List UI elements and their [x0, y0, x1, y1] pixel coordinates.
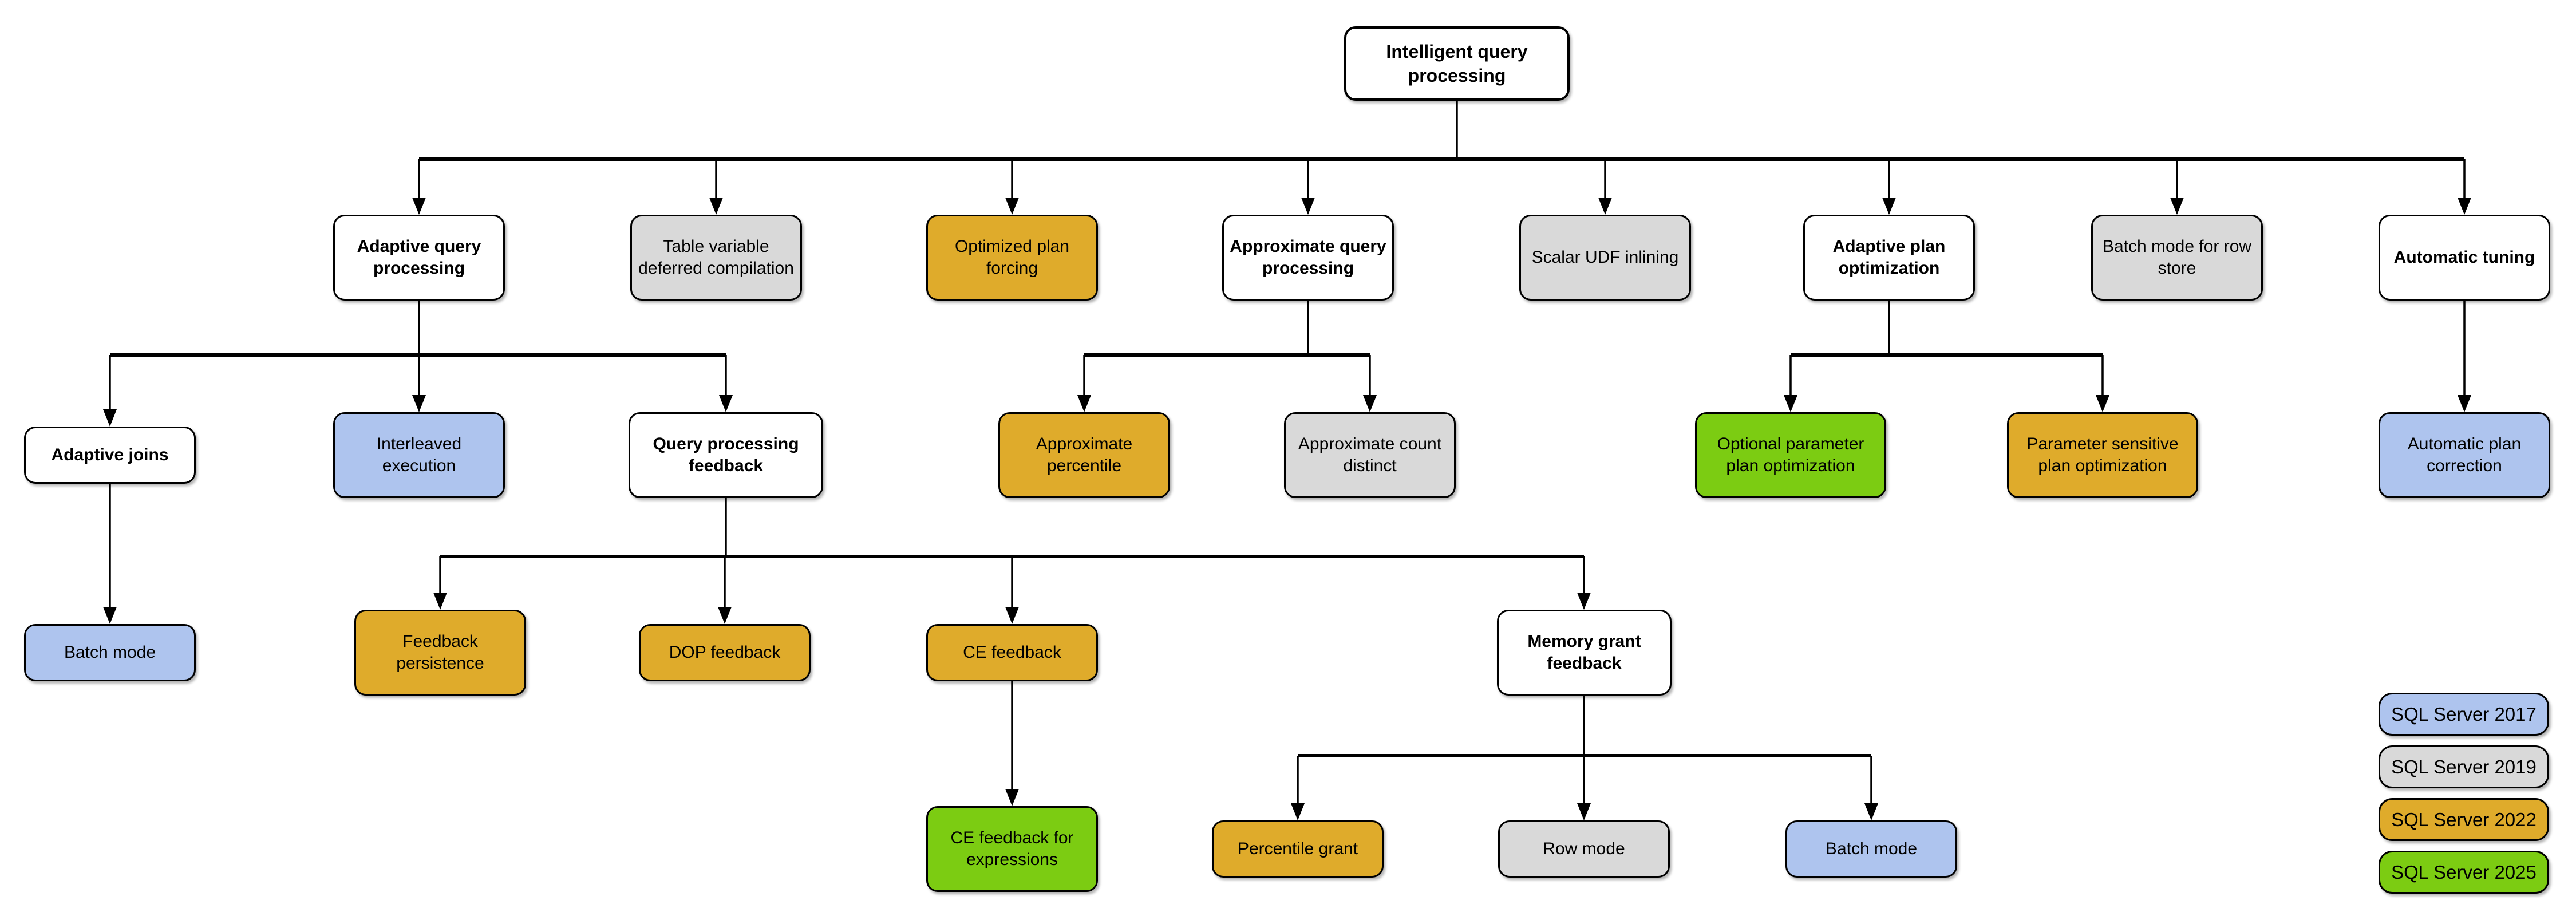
node-label-row-mode: Row mode [1543, 839, 1625, 858]
node-automatic-tuning: Automatic tuning [2379, 215, 2550, 301]
node-label-ce-feedback-for-expressions: CE feedback for expressions [950, 828, 1074, 869]
node-percentile-grant: Percentile grant [1212, 820, 1384, 878]
node-label-interleaved-execution: Interleaved execution [376, 435, 462, 475]
legend-item-label: SQL Server 2019 [2391, 756, 2537, 777]
node-adaptive-joins: Adaptive joins [24, 427, 196, 484]
node-interleaved-execution: Interleaved execution [333, 412, 505, 498]
node-label-dop-feedback: DOP feedback [669, 643, 781, 662]
node-label-query-processing-feedback: Query processing feedback [653, 435, 799, 475]
node-ce-feedback-for-expressions: CE feedback for expressions [926, 806, 1098, 892]
node-label-automatic-plan-correction: Automatic plan correction [2407, 435, 2522, 475]
node-approximate-query-processing: Approximate query processing [1222, 215, 1394, 301]
node-label-scalar-udf-inlining: Scalar UDF inlining [1531, 248, 1679, 267]
node-intelligent-query-processing: Intelligent query processing [1344, 26, 1570, 101]
node-label-automatic-tuning: Automatic tuning [2393, 248, 2535, 267]
node-label-approximate-query-processing: Approximate query processing [1230, 237, 1386, 278]
node-label-memory-grant-feedback: Memory grant feedback [1527, 632, 1641, 673]
node-label-adaptive-joins: Adaptive joins [51, 445, 169, 464]
node-label-optional-parameter-plan-optimization: Optional parameter plan optimization [1717, 435, 1864, 475]
legend-item-sql-server-2022: SQL Server 2022 [2379, 798, 2549, 841]
node-label-ce-feedback: CE feedback [963, 643, 1061, 662]
node-memory-grant-feedback: Memory grant feedback [1497, 610, 1672, 696]
node-adaptive-plan-optimization: Adaptive plan optimization [1803, 215, 1975, 301]
node-batch-mode-adaptive-joins: Batch mode [24, 624, 196, 681]
node-row-mode: Row mode [1498, 820, 1670, 878]
node-scalar-udf-inlining: Scalar UDF inlining [1519, 215, 1691, 301]
node-label-parameter-sensitive-plan-optimization: Parameter sensitive plan optimization [2026, 435, 2179, 475]
node-ce-feedback: CE feedback [926, 624, 1098, 681]
legend-item-label: SQL Server 2025 [2391, 861, 2537, 883]
node-table-variable-deferred-compilation: Table variable deferred compilation [630, 215, 802, 301]
node-optional-parameter-plan-optimization: Optional parameter plan optimization [1695, 412, 1886, 498]
node-approximate-percentile: Approximate percentile [998, 412, 1170, 498]
node-label-approximate-percentile: Approximate percentile [1036, 435, 1133, 475]
node-batch-mode-for-row-store: Batch mode for row store [2091, 215, 2263, 301]
node-label-batch-mode-memory-grant: Batch mode [1825, 839, 1918, 858]
node-label-batch-mode-adaptive-joins: Batch mode [64, 643, 156, 662]
legend-item-sql-server-2025: SQL Server 2025 [2379, 851, 2549, 894]
node-adaptive-query-processing: Adaptive query processing [333, 215, 505, 301]
legend-item-sql-server-2017: SQL Server 2017 [2379, 693, 2549, 736]
node-batch-mode-memory-grant: Batch mode [1785, 820, 1957, 878]
node-label-feedback-persistence: Feedback persistence [396, 632, 484, 673]
node-label-optimized-plan-forcing: Optimized plan forcing [954, 237, 1070, 278]
node-label-approximate-count-distinct: Approximate count distinct [1298, 435, 1442, 475]
node-label-batch-mode-for-row-store: Batch mode for row store [2102, 237, 2252, 278]
node-label-table-variable-deferred-compilation: Table variable deferred compilation [638, 237, 794, 278]
node-label-adaptive-query-processing: Adaptive query processing [357, 237, 481, 278]
node-dop-feedback: DOP feedback [639, 624, 811, 681]
node-parameter-sensitive-plan-optimization: Parameter sensitive plan optimization [2007, 412, 2198, 498]
node-approximate-count-distinct: Approximate count distinct [1284, 412, 1456, 498]
node-query-processing-feedback: Query processing feedback [629, 412, 823, 498]
legend-item-label: SQL Server 2022 [2391, 808, 2537, 830]
node-automatic-plan-correction: Automatic plan correction [2379, 412, 2550, 498]
node-label-intelligent-query-processing: Intelligent query processing [1386, 41, 1528, 86]
legend-item-sql-server-2019: SQL Server 2019 [2379, 745, 2549, 788]
node-label-adaptive-plan-optimization: Adaptive plan optimization [1832, 237, 1946, 278]
legend-item-label: SQL Server 2017 [2391, 703, 2537, 725]
node-optimized-plan-forcing: Optimized plan forcing [926, 215, 1098, 301]
node-label-percentile-grant: Percentile grant [1237, 839, 1358, 858]
node-feedback-persistence: Feedback persistence [354, 610, 526, 696]
